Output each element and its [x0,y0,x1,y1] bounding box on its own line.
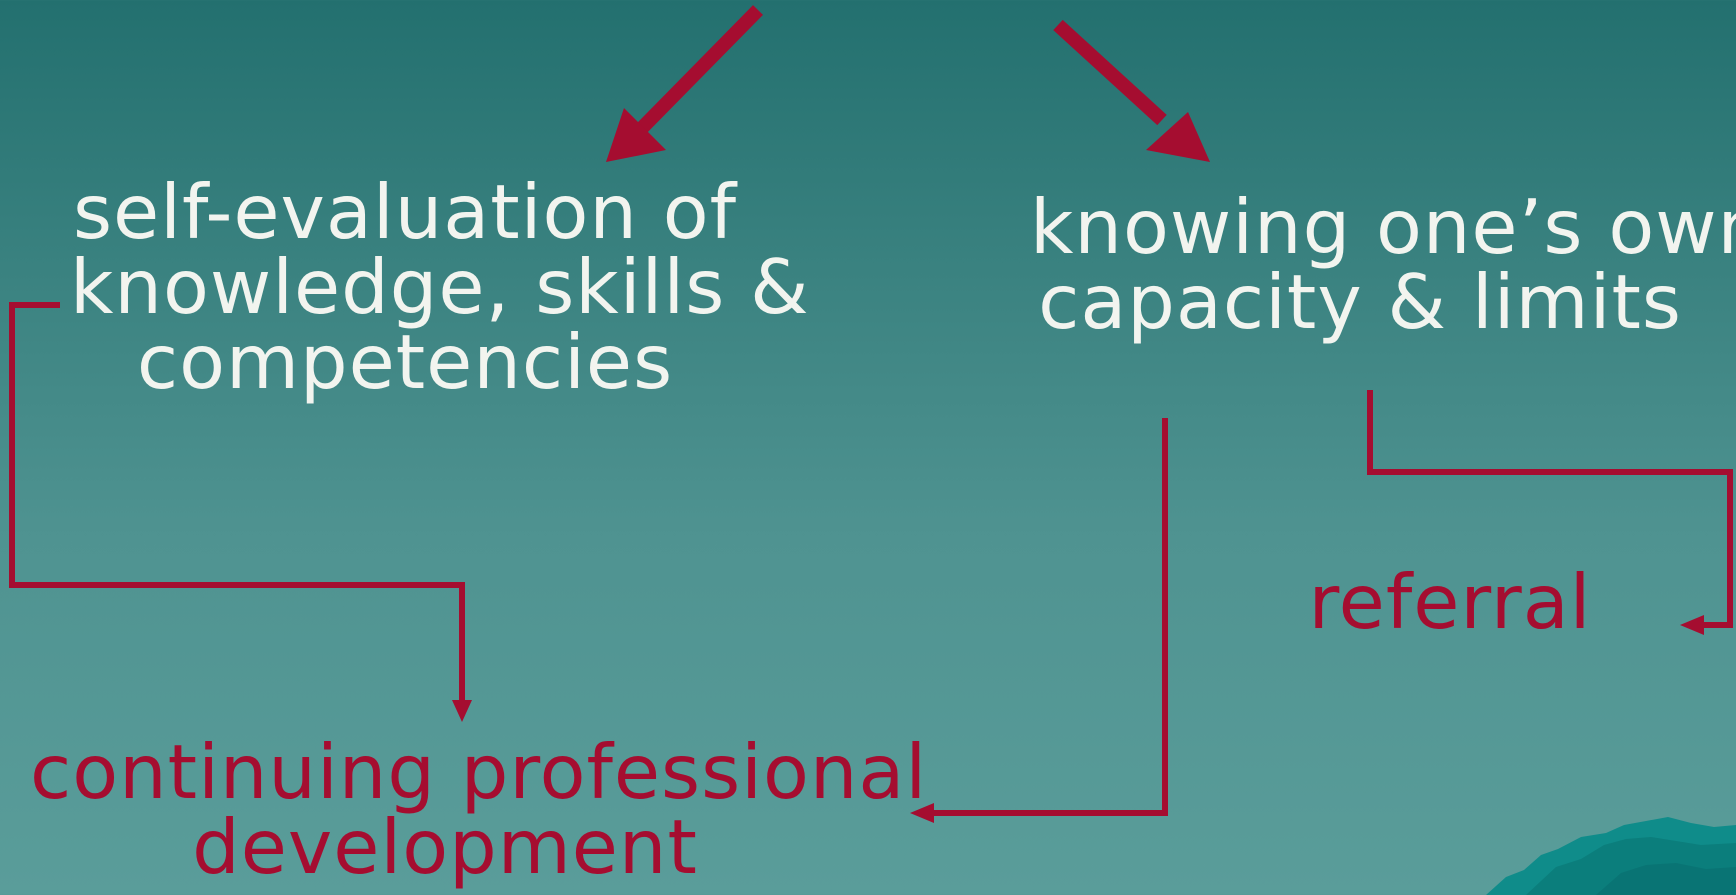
decorative-rock-image [1486,817,1736,895]
node-knowing-capacity-line-2: capacity & limits [1038,258,1682,346]
node-self-evaluation-line-2: knowledge, skills & [70,243,810,331]
node-self-evaluation-line-1: self-evaluation of [72,168,738,256]
node-knowing-capacity: knowing one’s own capacity & limits [1030,183,1736,346]
arrow-to-self-evaluation [606,5,763,162]
connector-self-eval-to-cpd [9,302,472,722]
node-continuing-development-line-1: continuing professional [30,728,928,816]
arrow-to-knowing-capacity [1053,19,1210,162]
node-knowing-capacity-line-1: knowing one’s own [1030,183,1736,271]
connector-capacity-to-cpd [910,418,1168,823]
node-continuing-development: continuing professional development [30,728,928,891]
node-referral-line-1: referral [1308,558,1592,646]
node-self-evaluation-line-3: competencies [136,318,674,406]
node-continuing-development-line-2: development [192,803,698,891]
node-self-evaluation: self-evaluation of knowledge, skills & c… [70,168,810,406]
node-referral: referral [1300,565,1600,640]
connector-capacity-to-referral [1367,390,1733,635]
